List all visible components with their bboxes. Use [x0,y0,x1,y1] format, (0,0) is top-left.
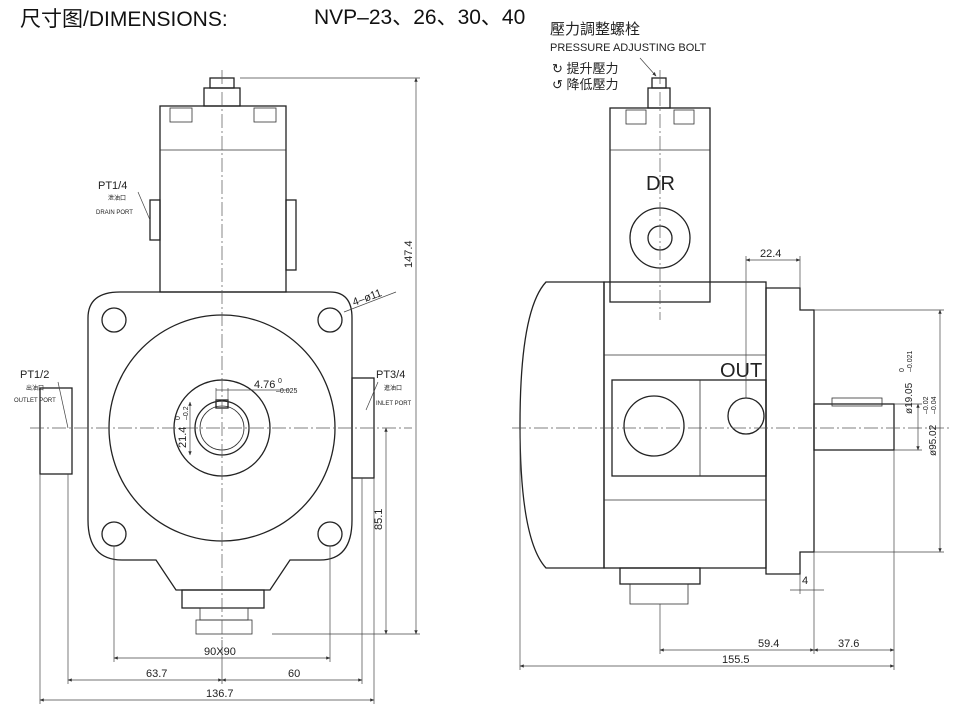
drain-port-leader [137,191,151,221]
drain-port-en: DRAIN PORT [96,210,133,216]
pilot-dia-tol-lower: –0.04 [931,396,938,414]
inlet-port-leader [365,381,379,411]
side-outlet-port [623,395,685,457]
side-bottom-block [619,567,701,585]
key-height-value: 21.4 [177,427,189,448]
front-bolt-hole-tr [317,307,343,333]
increase-pressure-label: ↻ 提升壓力 [552,61,619,76]
key-width-value: 4.76 [254,379,275,391]
outlet-port-en: OUTLET PORT [14,398,56,404]
front-housing-boss-left [169,107,193,123]
front-bottom-block [181,589,265,609]
adjusting-bolt-leader [639,57,657,77]
side-shaft-key [831,397,883,407]
height-total-value: 147.4 [403,240,415,268]
front-right-boss [285,199,297,271]
flange-square-value: 90X90 [204,646,236,658]
side-adjust-bolt-tip [651,77,667,89]
drain-port-size: PT1/4 [98,180,127,192]
side-housing-boss-right [673,109,695,125]
outlet-port-size: PT1/2 [20,369,49,381]
outlet-port-leader [57,381,69,429]
pilot-dia-tol-upper: –0.02 [923,396,930,414]
flange-to-port-value: 59.4 [758,638,779,650]
front-compensator-housing [159,105,287,293]
key-height-tol-lower: –0.2 [183,406,190,420]
decrease-pressure-label: ↺ 降低壓力 [552,77,619,92]
drain-port-cn: 泄油口 [108,194,126,202]
right-offset-value: 60 [288,668,300,680]
key-width-tol-upper: 0 [278,378,282,385]
pilot-dia-value: ø95.02 [928,424,939,456]
bolt-holes-label: 4–ø11 [351,287,384,309]
side-main-body [603,281,767,569]
side-shaft [813,403,895,451]
side-front-flange [765,287,815,575]
flange-thickness-value: 4 [802,575,808,587]
adjusting-bolt-label-en: PRESSURE ADJUSTING BOLT [550,42,707,54]
model-list: NVP–23、26、30、40 [314,6,525,29]
overall-width-value: 136.7 [206,688,234,700]
shaft-dia-tol-lower: –0.021 [907,350,914,372]
front-outlet-boss [39,387,73,475]
side-view [512,70,950,605]
front-bolt-hole-bl [101,521,127,547]
inlet-port-en: INLET PORT [376,401,411,407]
port-offset-value: 22.4 [760,248,781,260]
side-rear-cap [519,281,605,569]
shaft-dia-tol-upper: 0 [899,368,906,372]
front-flange-body [87,291,353,591]
side-inlet-port [727,397,765,435]
shaft-length-value: 37.6 [838,638,859,650]
shaft-dia-value: ø19.05 [904,382,915,414]
page-title: 尺寸图/DIMENSIONS: [20,8,228,31]
side-bottom-plug [629,583,689,605]
front-drain-boss [149,199,161,241]
key-width-tol-lower: –0.025 [276,388,298,395]
front-bottom-nut [195,619,253,635]
side-housing-boss-left [625,109,647,125]
front-bolt-hole-br [317,521,343,547]
side-adjust-bolt [647,87,671,109]
front-bottom-plug [199,607,249,621]
left-offset-value: 63.7 [146,668,167,680]
height-center-value: 85.1 [373,509,385,530]
bolt-holes-leader [343,291,397,313]
front-bolt-hole-tl [101,307,127,333]
inlet-port-cn: 進油口 [384,384,402,392]
front-housing-boss-right [253,107,277,123]
adjusting-bolt-label-cn: 壓力調整螺栓 [550,21,640,38]
outlet-label: OUT [720,360,762,382]
drain-label: DR [646,173,675,195]
overall-length-value: 155.5 [722,654,750,666]
inlet-port-size: PT3/4 [376,369,405,381]
front-view [30,70,412,640]
key-height-tol-upper: 0 [175,416,182,420]
outlet-port-cn: 出油口 [26,384,44,392]
